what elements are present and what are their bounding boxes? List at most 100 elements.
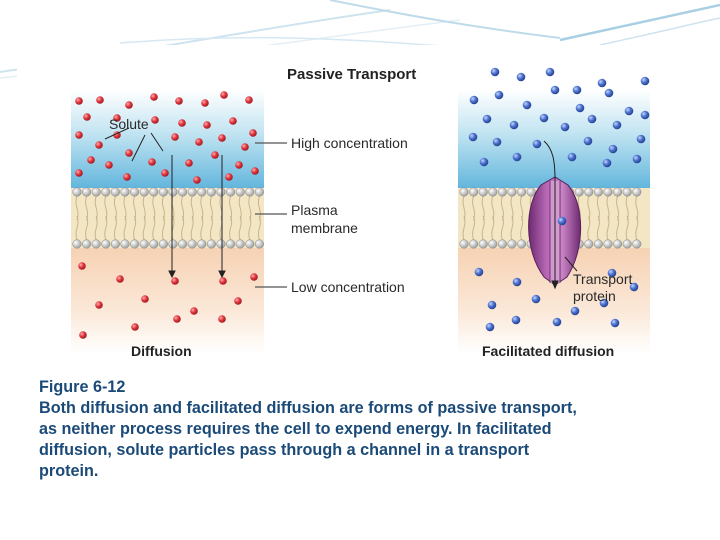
solute-particle [151, 116, 159, 124]
phospholipid-head [507, 187, 517, 197]
solute-particle [608, 144, 618, 154]
phospholipid-head [488, 239, 498, 249]
phospholipid-head [197, 239, 207, 249]
solute-particle [570, 306, 580, 316]
solute-particle [201, 99, 209, 107]
caption-line-3: diffusion, solute particles pass through… [39, 441, 530, 459]
phospholipid-head [254, 239, 264, 249]
phospholipid-head [593, 239, 603, 249]
solute-particle [175, 97, 183, 105]
solute-particle [607, 268, 617, 278]
figure-caption: Figure 6-12 Both diffusion and facilitat… [39, 377, 689, 482]
solute-particle [178, 119, 186, 127]
solute-particle [575, 103, 585, 113]
transport-protein-pointer [564, 256, 578, 272]
phospholipid-head [139, 239, 149, 249]
solute-particle [225, 173, 233, 181]
solute-particle [474, 267, 484, 277]
solute-particle [78, 262, 86, 270]
solute-particle [632, 154, 642, 164]
phospholipid-head [187, 239, 197, 249]
solute-particle [116, 275, 124, 283]
phospholipid-head [459, 239, 469, 249]
phospholipid-head [206, 239, 216, 249]
solute-particle [597, 78, 607, 88]
phospholipid-head [603, 239, 613, 249]
phospholipid-head [216, 239, 226, 249]
phospholipid-head [72, 239, 82, 249]
solute-particle [241, 143, 249, 151]
phospholipid-head [226, 187, 236, 197]
solute-particle [235, 161, 243, 169]
phospholipid-head [158, 187, 168, 197]
solute-particle [512, 152, 522, 162]
solute-particles-red [75, 91, 259, 339]
diffusion-panel-label: Diffusion [131, 343, 192, 359]
solute-particle [95, 141, 103, 149]
facilitated-diffusion-panel-label: Facilitated diffusion [482, 343, 614, 359]
transport-protein-label-line2: protein [573, 288, 616, 304]
phospholipid-head [235, 187, 245, 197]
phospholipid-head [149, 187, 159, 197]
solute-particle [479, 157, 489, 167]
phospholipid-head [197, 187, 207, 197]
solute-particle [173, 315, 181, 323]
solute-particle [190, 307, 198, 315]
phospholipid-head [517, 187, 527, 197]
phospholipid-head [91, 239, 101, 249]
solute-particle [229, 117, 237, 125]
solute-particle [516, 72, 526, 82]
solute-particle [75, 169, 83, 177]
phospholipid-head [226, 239, 236, 249]
solute-particle [96, 96, 104, 104]
phospholipid-head [120, 239, 130, 249]
phospholipid-head [82, 239, 92, 249]
solute-particle [150, 93, 158, 101]
phospholipid-head [497, 187, 507, 197]
plasma-membrane-label-line2: membrane [291, 220, 358, 236]
phospholipid-head [459, 187, 469, 197]
phospholipid-head [574, 187, 584, 197]
phospholipid-head [120, 187, 130, 197]
solute-particle [512, 277, 522, 287]
solute-particle [557, 216, 567, 226]
solute-particle [95, 301, 103, 309]
solute-particle [105, 161, 113, 169]
phospholipid-head [488, 187, 498, 197]
solute-particle [522, 100, 532, 110]
solute-particle [75, 131, 83, 139]
solute-particle [610, 318, 620, 328]
phospholipid-head [622, 239, 632, 249]
phospholipid-head [110, 239, 120, 249]
phospholipid-head [158, 239, 168, 249]
solute-particle [131, 323, 139, 331]
solute-particle [485, 322, 495, 332]
phospholipid-head [245, 239, 255, 249]
phospholipid-head [178, 239, 188, 249]
solute-particle [171, 277, 179, 285]
caption-line-2: as neither process requires the cell to … [39, 420, 552, 438]
phospholipid-head [139, 187, 149, 197]
solute-particles-blue [468, 67, 650, 332]
solute-particle [494, 90, 504, 100]
phospholipid-head [469, 239, 479, 249]
phospholipid-head [497, 239, 507, 249]
solute-particle [629, 282, 639, 292]
solute-particle [539, 113, 549, 123]
phospholipid-head [245, 187, 255, 197]
phospholipid-head [91, 187, 101, 197]
solute-particle [83, 113, 91, 121]
solute-particle [141, 295, 149, 303]
solute-particle [545, 67, 555, 77]
solute-particle [531, 294, 541, 304]
solute-particle [490, 67, 500, 77]
solute-pointer-lines [104, 127, 164, 162]
solute-particle [604, 88, 614, 98]
solute-particle [602, 158, 612, 168]
solute-particle [75, 97, 83, 105]
phospholipid-head [101, 187, 111, 197]
phospholipid-head [613, 239, 623, 249]
facilitated-diffusion-panel [458, 67, 650, 353]
solute-particle [245, 96, 253, 104]
diffusion-arrows [168, 155, 226, 279]
